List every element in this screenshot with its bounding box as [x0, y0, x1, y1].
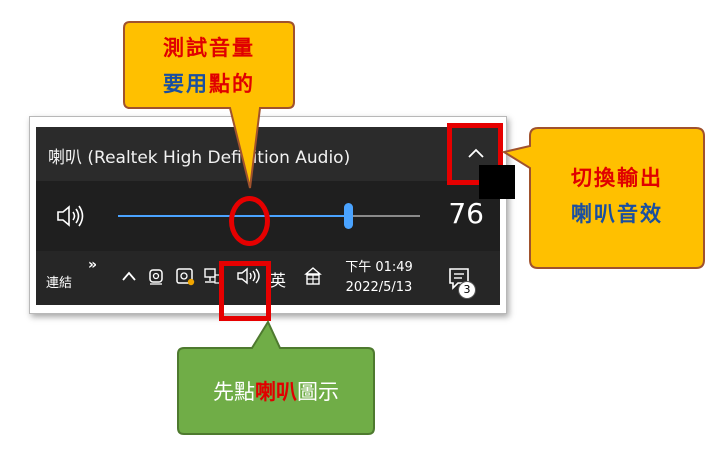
chevron-up-icon[interactable]	[462, 139, 490, 167]
toolbar-more-icon[interactable]: »	[88, 257, 98, 273]
links-toolbar-label[interactable]: 連結	[46, 276, 73, 291]
top-callout-line1: 測試音量	[163, 35, 255, 60]
tray-expand-icon[interactable]	[118, 265, 140, 287]
device-header[interactable]: 喇叭 (Realtek High Definition Audio)	[36, 127, 500, 181]
meet-now-icon[interactable]	[146, 265, 168, 287]
right-callout-text: 切換輸出 喇叭音效	[532, 160, 702, 232]
bottom-callout-text: 先點喇叭圖示	[180, 374, 372, 410]
volume-slider-thumb[interactable]	[343, 203, 353, 229]
ime-mode-icon[interactable]	[302, 265, 324, 287]
taskbar-speaker-icon[interactable]	[236, 265, 264, 287]
top-callout-line2-a: 要用	[163, 71, 209, 96]
right-callout-line1: 切換輸出	[571, 165, 663, 190]
ime-language-indicator[interactable]: 英	[270, 271, 287, 290]
clock-date: 2022/5/13	[345, 280, 413, 295]
clock-time: 下午 01:49	[345, 260, 413, 275]
taskbar-clock[interactable]: 下午 01:49 2022/5/13	[336, 258, 422, 298]
bottom-callout-part-c: 圖示	[297, 380, 339, 404]
device-name: 喇叭 (Realtek High Definition Audio)	[48, 148, 351, 168]
top-callout-text: 測試音量 要用點的	[126, 30, 292, 102]
chevron-highlight-box	[447, 123, 503, 185]
notification-badge: 3	[458, 281, 476, 299]
volume-value: 76	[448, 197, 484, 230]
speaker-icon[interactable]	[56, 203, 86, 233]
top-callout-line2: 要用點的	[126, 66, 292, 102]
top-callout-line2-b: 點的	[209, 71, 255, 96]
right-callout-line2: 喇叭音效	[571, 201, 663, 226]
security-app-icon[interactable]	[174, 265, 196, 287]
slider-highlight-ellipse	[229, 196, 270, 246]
speaker-icon-highlight-box	[219, 261, 271, 321]
black-square-mark	[479, 165, 515, 199]
bottom-callout-part-a: 先點	[213, 380, 255, 404]
bottom-callout-part-b: 喇叭	[255, 380, 297, 404]
notification-icon[interactable]	[446, 265, 474, 293]
